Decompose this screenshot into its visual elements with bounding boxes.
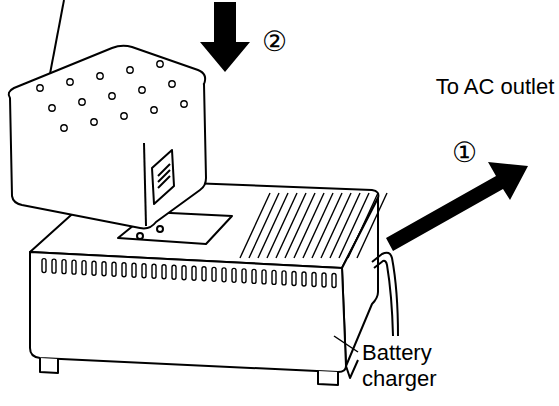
vent-rib <box>294 193 324 258</box>
insert-arrow <box>200 2 250 72</box>
vent-slot <box>112 262 116 276</box>
vent-rib <box>330 193 360 258</box>
vent-slot <box>222 268 226 282</box>
vent-slot <box>242 269 246 283</box>
leader-line <box>334 336 358 352</box>
vent-rib <box>303 193 333 258</box>
vent-slot <box>252 269 256 283</box>
plug-arrow <box>386 162 528 251</box>
callout-number: ② <box>262 25 296 59</box>
vent-slot <box>92 261 96 275</box>
vent-slot <box>292 271 296 285</box>
vent-slot <box>62 260 66 274</box>
vent-slot <box>102 262 106 276</box>
battery-dot <box>37 85 43 91</box>
vent-slot <box>72 260 76 274</box>
vent-slot <box>42 259 46 273</box>
power-cable <box>372 253 398 336</box>
battery-dot <box>91 119 97 125</box>
vent-slot <box>152 264 156 278</box>
vent-slot <box>212 267 216 281</box>
vent-slot <box>202 267 206 281</box>
vent-slot <box>132 263 136 277</box>
vent-slot <box>312 272 316 286</box>
vent-slot <box>82 261 86 275</box>
vent-slot <box>142 264 146 278</box>
vent-slot <box>232 268 236 282</box>
vent-rib <box>348 193 378 258</box>
vent-slot <box>172 265 176 279</box>
part-label: Battery charger <box>362 340 474 392</box>
battery-dot <box>121 113 127 119</box>
battery-dot <box>61 125 67 131</box>
vent-slot <box>162 265 166 279</box>
callout-number: ① <box>452 136 486 170</box>
vent-rib <box>240 193 270 258</box>
vent-slot <box>182 266 186 280</box>
battery-dot <box>109 93 115 99</box>
vent-slot <box>282 271 286 285</box>
battery-pack <box>9 46 206 229</box>
vent-rib <box>339 193 369 258</box>
vent-rib <box>285 193 315 258</box>
vent-rib <box>357 193 387 258</box>
vent-rib <box>258 193 288 258</box>
battery-dot <box>169 81 175 87</box>
vent-rib <box>321 193 351 258</box>
battery-dot <box>49 105 55 111</box>
battery-dot <box>181 101 187 107</box>
vent-slot <box>322 273 326 287</box>
battery-dot <box>97 73 103 79</box>
vent-slot <box>262 270 266 284</box>
vent-rib <box>267 193 297 258</box>
vent-rib <box>249 193 279 258</box>
vent-slot <box>52 259 56 273</box>
vent-rib <box>312 193 342 258</box>
battery-dot <box>157 61 163 67</box>
battery-dot <box>127 67 133 73</box>
vent-slot <box>122 263 126 277</box>
vent-slot <box>192 266 196 280</box>
battery-dot <box>79 99 85 105</box>
vent-rib <box>276 193 306 258</box>
vent-slot <box>332 273 336 287</box>
vent-slot <box>302 272 306 286</box>
battery-dot <box>139 87 145 93</box>
part-label: To AC outlet <box>434 74 556 100</box>
vent-slot <box>272 270 276 284</box>
battery-dot <box>67 79 73 85</box>
battery-dot <box>151 107 157 113</box>
